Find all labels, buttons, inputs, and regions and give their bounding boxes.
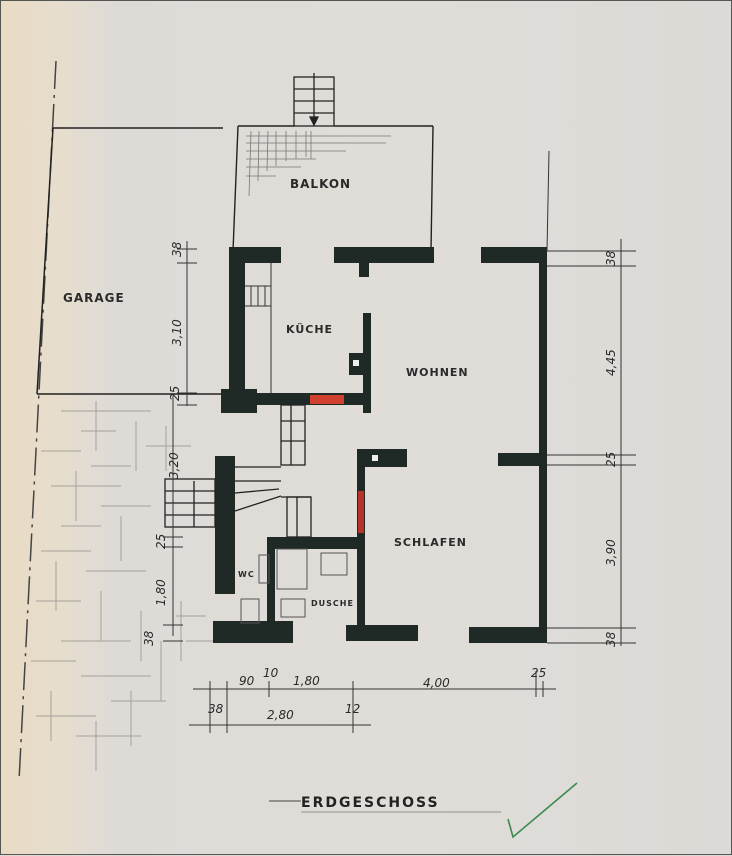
balcony-tile-hatch — [246, 130, 391, 197]
dimension-lines-bottom — [189, 671, 556, 733]
interior-stairs — [164, 404, 312, 538]
bedroom-door-opening — [358, 491, 364, 533]
dim-right-1: 4,45 — [604, 349, 618, 376]
dim-left-0: 38 — [170, 241, 184, 257]
room-label-schlafen: SCHLAFEN — [394, 536, 467, 549]
room-label-wohnen: WOHNEN — [406, 366, 469, 379]
dim-bottom-400: 4,00 — [423, 676, 450, 690]
dim-bottom-10: 10 — [263, 666, 279, 680]
dim-left-2: 25 — [168, 386, 182, 401]
dim-right-4: 38 — [604, 631, 618, 647]
dim-left-6: 38 — [142, 630, 156, 646]
check-mark-icon — [507, 782, 578, 839]
room-label-balkon: BALKON — [290, 177, 351, 191]
dim-right-0: 38 — [604, 250, 618, 266]
dim-bottom-25: 25 — [531, 666, 546, 680]
walls — [213, 247, 547, 643]
dim-right-3: 3,90 — [604, 539, 618, 566]
garage-outline — [36, 127, 223, 395]
drawing-title: ERDGESCHOSS — [301, 795, 440, 811]
dim-left-3: 3,20 — [167, 452, 181, 479]
room-label-garage: GARAGE — [63, 291, 125, 305]
kitchen-counter — [245, 263, 272, 393]
dim-left-5: 1,80 — [154, 579, 168, 606]
dim-bottom-90: 90 — [239, 674, 255, 688]
room-label-dusche: DUSCHE — [311, 599, 354, 608]
dim-bottom-280: 2,80 — [267, 708, 294, 722]
kitchen-door-opening — [310, 395, 344, 404]
room-label-wc: WC — [238, 570, 255, 579]
balcony-outline — [232, 125, 434, 252]
dim-left-1: 3,10 — [170, 319, 184, 346]
room-label-kueche: KÜCHE — [286, 322, 333, 336]
paving-hatch — [31, 401, 216, 771]
dim-bottom-12: 12 — [345, 702, 360, 716]
dim-left-4: 25 — [154, 534, 168, 549]
dim-bottom-38: 38 — [208, 702, 224, 716]
balcony-stairs — [293, 73, 335, 127]
bathroom-fixtures — [240, 548, 348, 624]
dim-bottom-180: 1,80 — [293, 674, 320, 688]
dimension-lines-left — [163, 241, 197, 642]
dim-right-2: 25 — [604, 452, 618, 467]
dimension-lines-right — [546, 150, 636, 646]
